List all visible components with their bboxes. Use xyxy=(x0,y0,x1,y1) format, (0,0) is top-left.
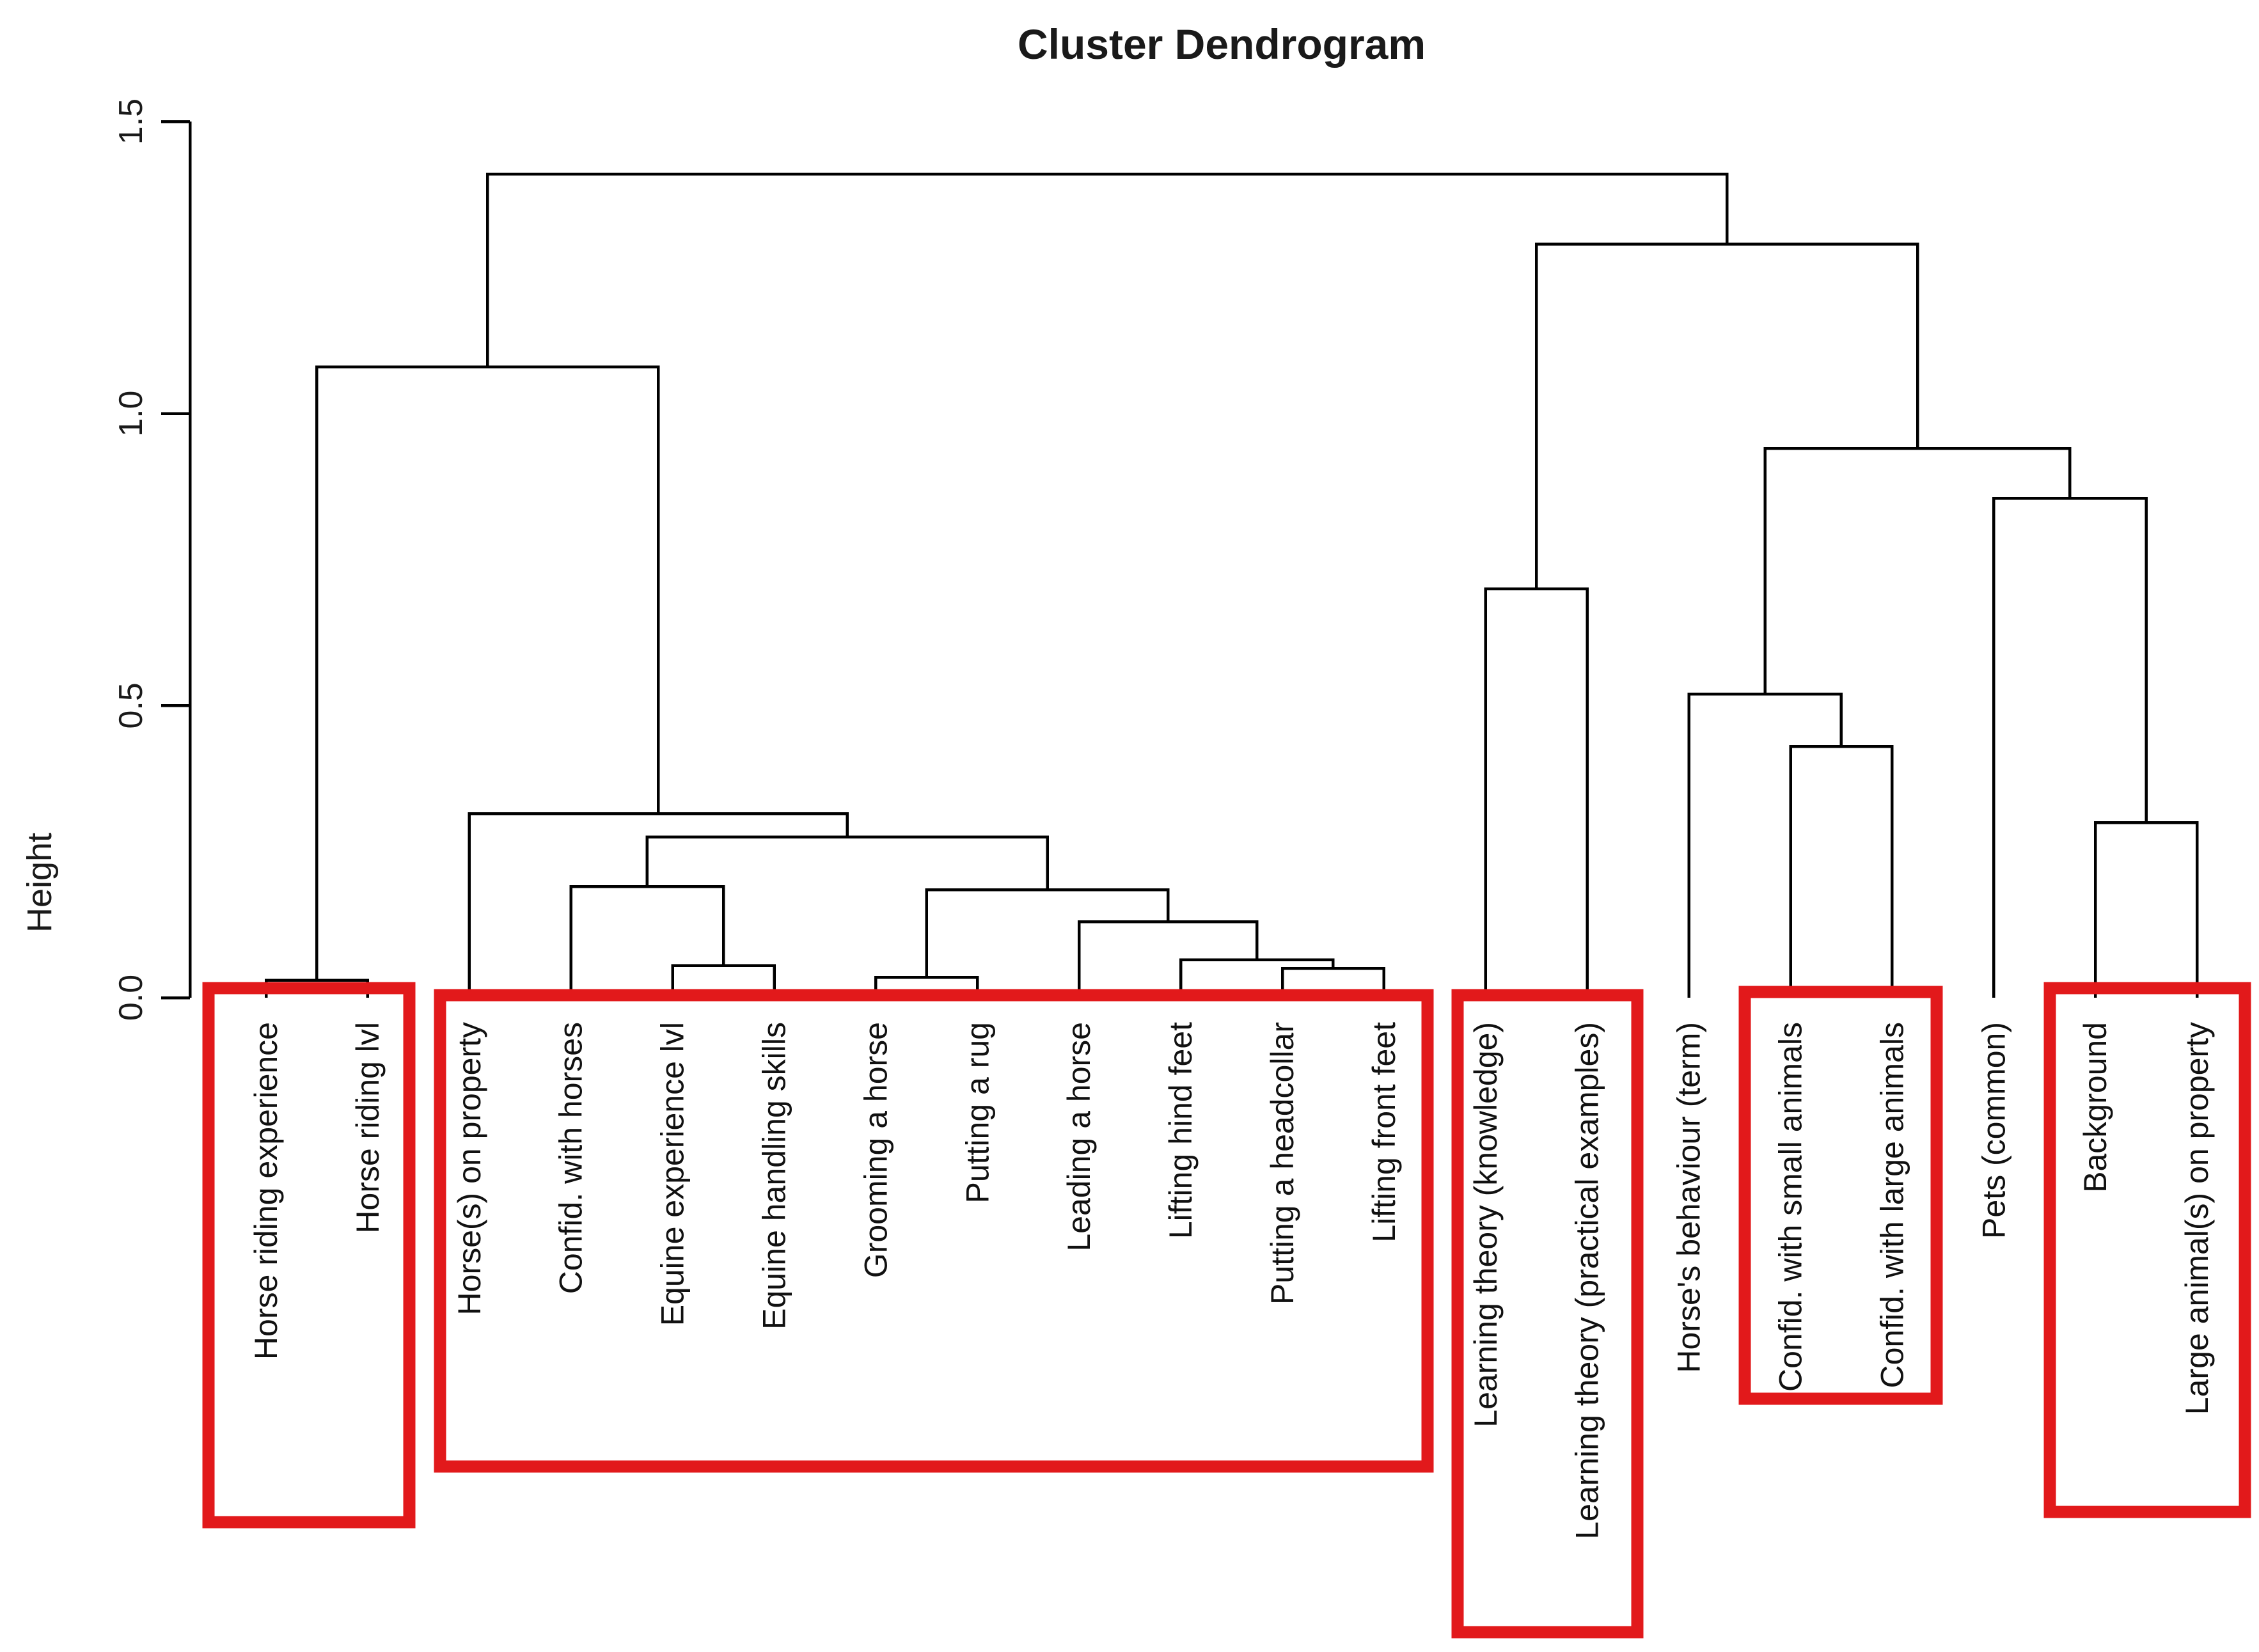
leaf-label: Confid. with small animals xyxy=(1773,1022,1809,1392)
leaf-label: Horse riding lvl xyxy=(350,1022,386,1234)
dendrogram-link xyxy=(468,812,849,998)
leaf-label: Horse's behaviour (term) xyxy=(1671,1022,1707,1373)
y-tick-label: 0.5 xyxy=(113,682,150,728)
dendrogram-link xyxy=(645,835,1049,890)
dendrogram-link xyxy=(486,172,1729,367)
cluster-box xyxy=(1738,986,1943,1405)
y-axis-label: Height xyxy=(20,833,59,932)
dendrogram-link xyxy=(1763,447,2072,695)
leaf-label: Putting a headcollar xyxy=(1264,1022,1300,1305)
dendrogram-link xyxy=(1077,920,1259,998)
cluster-box xyxy=(1451,989,1644,1639)
dendrogram-link xyxy=(315,365,660,980)
leaf-label: Learning theory (practical examples) xyxy=(1570,1022,1605,1539)
leaf-label: Leading a horse xyxy=(1061,1022,1097,1252)
y-axis: 0.0 0.5 1.0 1.5 xyxy=(113,98,192,1021)
dendrogram-link xyxy=(1789,745,1894,998)
leaf-label: Grooming a horse xyxy=(858,1022,893,1278)
y-tick-label: 0.0 xyxy=(113,975,150,1021)
leaf-label: Large animal(s) on property xyxy=(2179,1022,2215,1415)
dendrogram-link xyxy=(1484,587,1589,998)
dendrogram-link xyxy=(1535,242,1919,589)
dendrogram-link xyxy=(2093,821,2199,998)
cluster-box xyxy=(202,982,416,1529)
leaf-label: Confid. with large animals xyxy=(1874,1022,1910,1388)
leaf-label: Horse(s) on property xyxy=(452,1022,487,1316)
cluster-box xyxy=(434,989,1434,1473)
leaf-label: Horse riding experience xyxy=(248,1022,284,1360)
dendrogram-link xyxy=(1992,496,2148,998)
leaf-label: Confid. with horses xyxy=(553,1022,589,1294)
dendrogram-tree xyxy=(264,172,2199,998)
leaf-label: Learning theory (knowledge) xyxy=(1468,1022,1504,1428)
dendrogram-link xyxy=(569,885,725,998)
dendrogram-link xyxy=(925,888,1170,978)
leaf-labels: Horse riding experience Horse riding lvl H… xyxy=(248,1022,2215,1539)
dendrogram-link xyxy=(1179,958,1335,998)
cluster-box xyxy=(2043,982,2251,1518)
leaf-label: Putting a rug xyxy=(959,1022,995,1204)
cluster-highlight-boxes xyxy=(202,982,2251,1639)
leaf-label: Lifting hind feet xyxy=(1163,1022,1199,1239)
dendrogram-link xyxy=(1687,692,1843,998)
leaf-label: Background xyxy=(2077,1022,2113,1193)
y-tick-label: 1.5 xyxy=(113,98,150,145)
leaf-label: Equine handling skills xyxy=(757,1022,792,1330)
chart-title: Cluster Dendrogram xyxy=(1018,20,1426,68)
leaf-label: Equine experience lvl xyxy=(655,1022,691,1326)
dendrogram-link xyxy=(1280,967,1386,998)
leaf-label: Lifting front feet xyxy=(1366,1022,1402,1243)
dendrogram-link xyxy=(671,964,776,998)
y-tick-label: 1.0 xyxy=(113,391,150,437)
dendrogram-link xyxy=(874,975,979,998)
leaf-label: Pets (common) xyxy=(1976,1022,2011,1239)
